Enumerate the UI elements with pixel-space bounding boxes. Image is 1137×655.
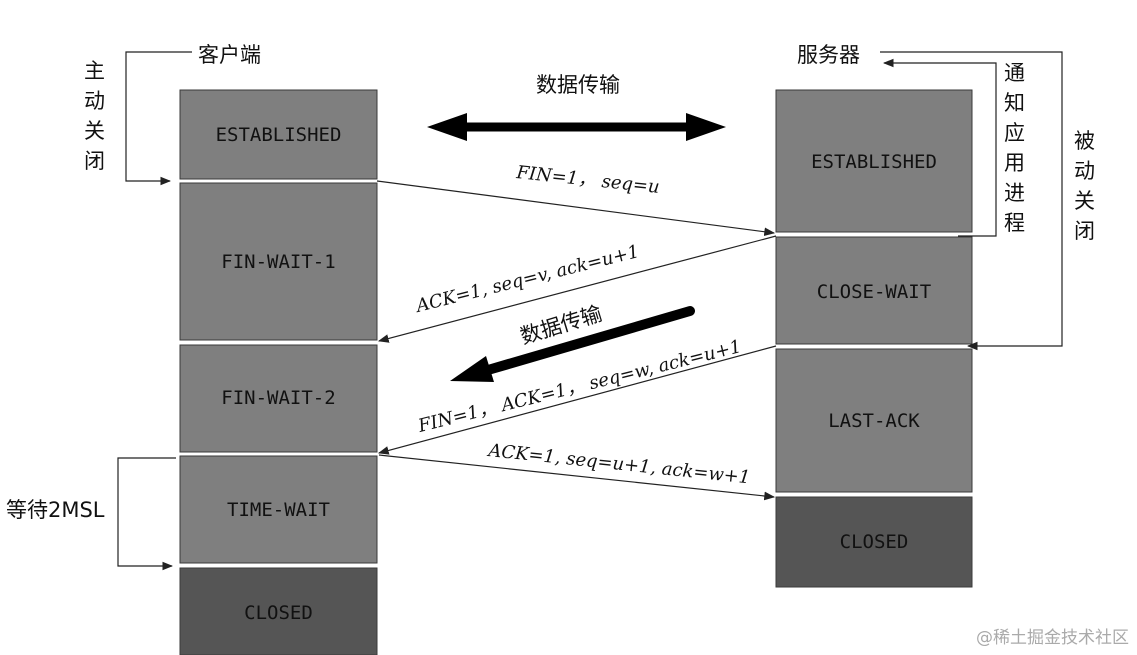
client-state-label-0: ESTABLISHED [216,124,342,146]
client-state-box-3 [179,455,378,564]
passive-close-label: 被 动 关 闭 [1074,129,1095,243]
wait-2msl-bracket [117,457,176,571]
server-state-label-0: ESTABLISHED [811,151,937,173]
client-state-label-3: TIME-WAIT [227,499,330,521]
passive-close-char-1: 动 [1074,159,1095,183]
client-state-box-4 [179,567,378,655]
active-close-bracket [125,51,192,186]
server-state-box-0 [775,89,973,233]
wait-2msl-label: 等待2MSL [6,498,105,522]
passive-close-bracket [880,51,1063,351]
passive-close-char-2: 关 [1074,189,1095,213]
active-close-label: 主 动 关 闭 [84,59,105,173]
server-state-label-2: LAST-ACK [828,410,920,432]
server-states: ESTABLISHED CLOSE-WAIT LAST-ACK CLOSED [775,89,973,588]
client-title: 客户端 [198,43,261,67]
client-state-label-2: FIN-WAIT-2 [221,387,335,409]
message-ack1-label: ACK=1, seq=v, ack=u+1 [412,241,641,317]
message-fin1-label: FIN=1， seq=u [514,162,660,198]
message-fin2: FIN=1， ACK=1， seq=w, ack=u+1 [377,336,777,455]
message-ack2: ACK=1, seq=u+1, ack=w+1 [378,440,776,501]
message-fin1: FIN=1， seq=u [376,162,776,237]
notify-app-char-1: 知 [1004,91,1025,115]
passive-close-char-0: 被 [1074,129,1095,153]
server-state-box-1 [775,236,973,345]
notify-app-char-3: 用 [1004,151,1025,175]
notify-app-char-4: 进 [1004,181,1025,205]
active-close-char-3: 闭 [84,149,105,173]
notify-app-label: 通 知 应 用 进 程 [1004,61,1025,235]
active-close-char-0: 主 [84,59,105,83]
client-state-label-4: CLOSED [244,602,313,624]
client-state-box-0 [179,89,378,180]
notify-app-char-2: 应 [1004,121,1025,145]
server-state-label-3: CLOSED [840,531,909,553]
notify-app-bracket [882,58,997,237]
message-ack2-label: ACK=1, seq=u+1, ack=w+1 [485,440,751,489]
message-ack1-arrow [377,235,777,343]
active-close-char-1: 动 [84,89,105,113]
message-fin1-arrow [376,180,776,237]
passive-close-char-3: 闭 [1074,219,1095,243]
data-transfer-mid-arrow [450,306,695,382]
server-state-box-2 [775,348,973,493]
client-state-label-1: FIN-WAIT-1 [221,251,335,273]
client-state-box-2 [179,344,378,453]
data-transfer-top-arrow [427,113,726,141]
server-state-label-1: CLOSE-WAIT [817,281,931,303]
client-states: ESTABLISHED FIN-WAIT-1 FIN-WAIT-2 TIME-W… [179,89,378,655]
data-transfer-top-label: 数据传输 [536,73,620,97]
message-fin2-arrow [377,345,777,455]
watermark: @稀土掘金技术社区 [976,628,1129,648]
message-fin2-label: FIN=1， ACK=1， seq=w, ack=u+1 [415,336,743,437]
message-ack2-arrow [378,454,776,501]
server-title: 服务器 [797,43,860,67]
notify-app-char-0: 通 [1004,61,1025,85]
active-close-char-2: 关 [84,119,105,143]
notify-app-char-5: 程 [1004,211,1025,235]
client-state-box-1 [179,182,378,341]
server-state-box-3 [775,496,973,588]
